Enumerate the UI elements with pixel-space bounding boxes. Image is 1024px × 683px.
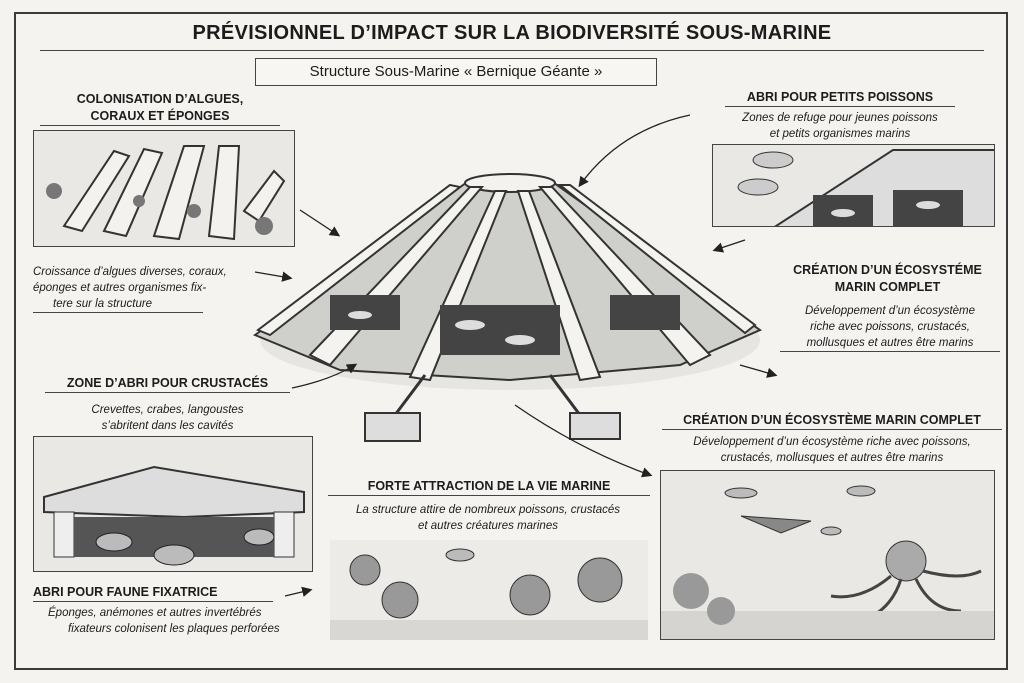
algae-heading-line-1: COLONISATION D’ALGUES, <box>76 92 244 106</box>
small-fish-description: Zones de refuge pour jeunes poissons et … <box>715 110 965 142</box>
ecosystem-1-heading-line-2: MARIN COMPLET <box>834 280 941 294</box>
page-title: PRÉVISIONNEL D’IMPACT SUR LA BIODIVERSIT… <box>192 22 832 44</box>
crustaceans-description: Crevettes, crabes, langoustes s’abritent… <box>55 402 280 434</box>
algae-colonization-illustration <box>33 130 295 247</box>
attraction-desc-line-1: La structure attire de nombreux poissons… <box>356 504 620 516</box>
arrow-small-fish <box>578 114 691 188</box>
arrow-algae <box>299 209 341 237</box>
small-fish-desc-line-2: et petits organismes marins <box>769 128 911 140</box>
sessile-fauna-description: Éponges, anémones et autres invertébrés … <box>33 605 318 637</box>
crustaceans-desc-line-2: s’abritent dans les cavités <box>101 420 234 432</box>
algae-description: Croissance d’algues diverses, coraux, ép… <box>33 264 293 313</box>
sessile-desc-line-1: Éponges, anémones et autres invertébrés <box>48 607 262 619</box>
crustaceans-heading: ZONE D’ABRI POUR CRUSTACÉS <box>45 375 290 393</box>
ecosystem-heading-1: CRÉATION D’UN ÉCOSYSTÉME MARIN COMPLET <box>770 262 1005 296</box>
ecosystem-heading-2: CRÉATION D’UN ÉCOSYSTÈME MARIN COMPLET <box>662 412 1002 430</box>
complete-ecosystem-illustration <box>660 470 995 640</box>
arrow-sessile <box>284 586 313 597</box>
ecosystem-1-desc-line-3: mollusques et autres être marins <box>780 335 1000 352</box>
sessile-desc-line-2: fixateurs colonisent les plaques perforé… <box>68 623 280 635</box>
arrow-ecosystem-2 <box>514 404 653 478</box>
arrow-crustaceans <box>291 363 358 389</box>
small-fish-heading: ABRI POUR PETITS POISSONS <box>725 89 955 107</box>
page-frame <box>14 12 1008 670</box>
ecosystem-description-1: Développement d’un écosystème riche avec… <box>780 303 1000 352</box>
giant-limpet-structure-illustration <box>250 165 770 445</box>
sessile-fauna-heading: ABRI POUR FAUNE FIXATRICE <box>33 584 273 602</box>
marine-life-reef-illustration <box>330 540 648 640</box>
ecosystem-1-heading-line-1: CRÉATION D’UN ÉCOSYSTÉME <box>793 263 982 277</box>
arrow-ecosystem-1 <box>712 239 746 253</box>
crustaceans-desc-line-1: Crevettes, crabes, langoustes <box>91 404 244 416</box>
marine-attraction-heading: FORTE ATTRACTION DE LA VIE MARINE <box>328 478 650 496</box>
small-fish-desc-line-1: Zones de refuge pour jeunes poissons <box>742 112 938 124</box>
ecosystem-1-desc-line-1: Développement d’un écosystème <box>804 305 976 317</box>
small-fish-shelter-illustration <box>712 144 995 227</box>
algae-heading: COLONISATION D’ALGUES, CORAUX ET ÉPONGES <box>40 91 280 126</box>
marine-attraction-description: La structure attire de nombreux poissons… <box>322 502 654 534</box>
page-subtitle: Structure Sous-Marine « Bernique Géante … <box>255 58 657 86</box>
attraction-desc-line-2: et autres créatures marines <box>418 520 558 532</box>
crustacean-shelter-illustration <box>33 436 313 572</box>
title-divider <box>40 50 984 51</box>
algae-desc-line-1: Croissance d’algues diverses, coraux, <box>33 266 227 278</box>
algae-heading-line-2: CORAUX ET ÉPONGES <box>40 108 280 126</box>
algae-desc-line-2: éponges et autres organismes fix- <box>33 282 207 294</box>
ecosystem-2-desc-line-2: crustacés, mollusques et autres être mar… <box>720 452 944 464</box>
ecosystem-description-2: Développement d’un écosystème riche avec… <box>662 434 1002 466</box>
arrow-algae-desc <box>254 271 293 282</box>
algae-desc-line-3: tere sur la structure <box>33 296 203 313</box>
ecosystem-1-desc-line-2: riche avec poissons, crustacés, <box>810 321 970 333</box>
arrow-ecosystem-bottom <box>739 364 778 378</box>
ecosystem-2-desc-line-1: Développement d’un écosystème riche avec… <box>693 436 971 448</box>
